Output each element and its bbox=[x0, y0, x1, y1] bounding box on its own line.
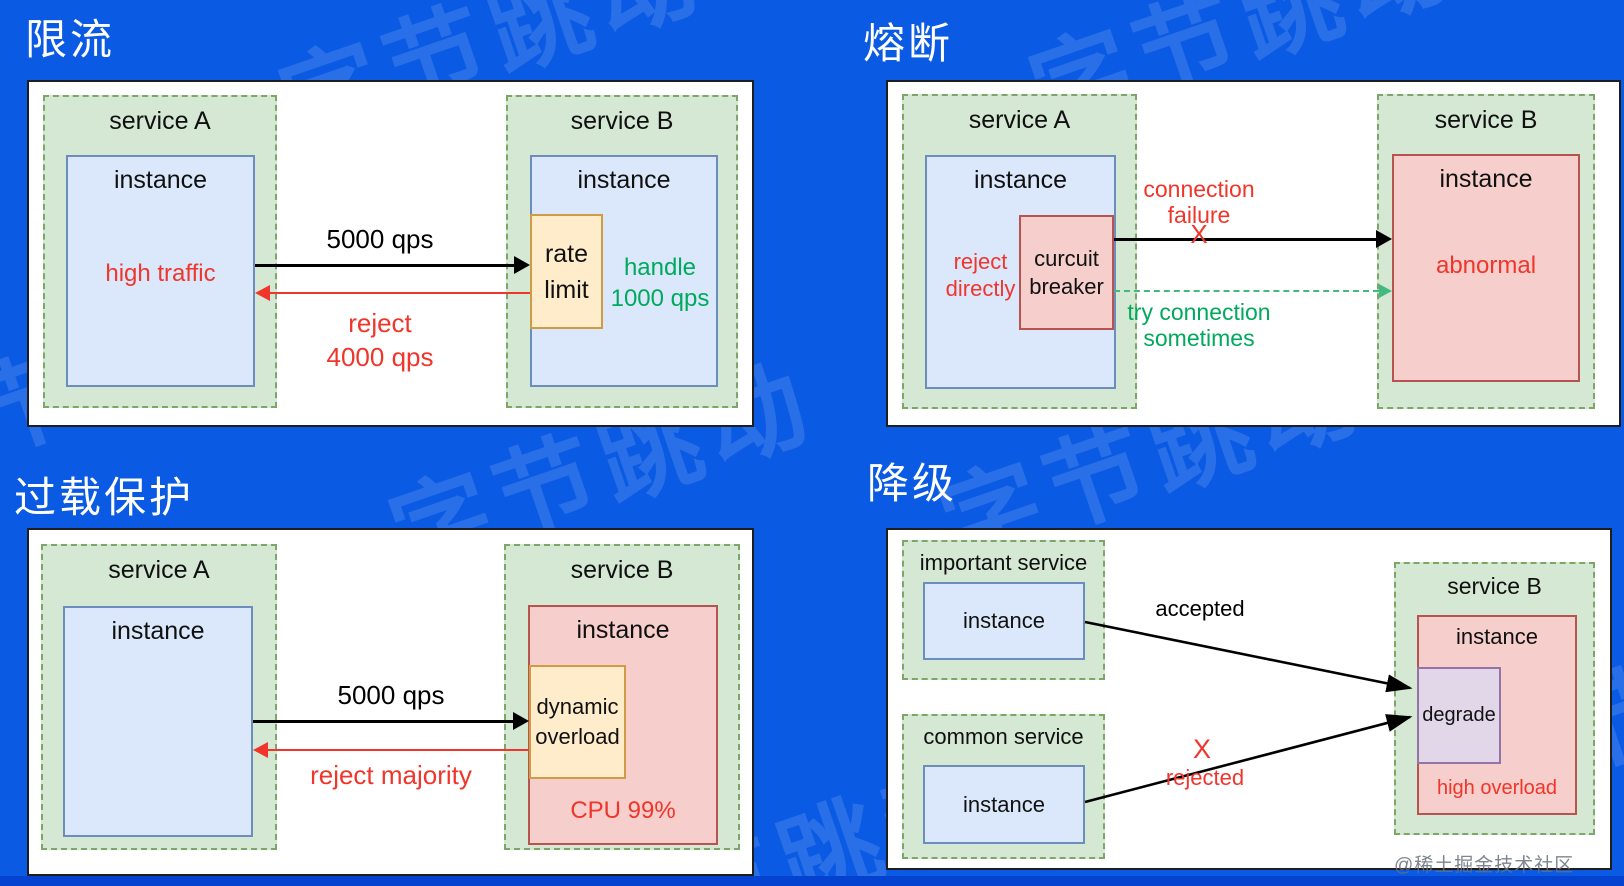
high-traffic-text: high traffic bbox=[105, 260, 216, 287]
request-arrow-line bbox=[255, 264, 514, 267]
reject-majority-label: reject majority bbox=[310, 760, 472, 790]
failure-line2: failure bbox=[1167, 202, 1231, 228]
section-title-rate-limiting: 限流 bbox=[25, 16, 116, 63]
failure-line1: connection bbox=[1143, 176, 1255, 202]
connection-failure-label: connection failure bbox=[1119, 176, 1279, 228]
overload-line2: overload bbox=[535, 724, 620, 749]
degrade-box: degrade bbox=[1417, 667, 1501, 764]
section-title-overload-protection: 过载保护 bbox=[14, 474, 195, 521]
handle-line2: 1000 qps bbox=[610, 285, 710, 312]
rate-limit-line2: limit bbox=[544, 275, 589, 304]
service-b-label: service B bbox=[1434, 106, 1538, 134]
reject-rate-label: reject 4000 qps bbox=[300, 306, 460, 374]
service-b-label: service B bbox=[570, 107, 674, 135]
instance-label: instance bbox=[1456, 624, 1538, 649]
handle-capacity-text: handle 1000 qps bbox=[580, 252, 740, 314]
cpu-usage-text: CPU 99% bbox=[570, 797, 676, 824]
instance-label: instance bbox=[963, 608, 1045, 633]
reject-line1: reject bbox=[348, 308, 412, 338]
instance-label: instance bbox=[577, 166, 671, 194]
accepted-arrow-line bbox=[1084, 620, 1413, 693]
breaker-line1: curcuit bbox=[1034, 245, 1099, 271]
instance-a-box: instance bbox=[66, 155, 255, 387]
retry-line2: sometimes bbox=[1143, 325, 1255, 351]
credit-watermark: @稀土掘金技术社区 bbox=[1394, 855, 1575, 876]
service-b-label: service B bbox=[570, 556, 674, 584]
section-title-degradation: 降级 bbox=[867, 460, 958, 507]
service-b-label: service B bbox=[1447, 573, 1542, 599]
instance-label: instance bbox=[963, 791, 1045, 817]
circuit-breaker-box: curcuit breaker bbox=[1019, 215, 1114, 330]
important-instance-box: instance bbox=[923, 582, 1085, 660]
panel-circuit-breaking: service A instance reject directly curcu… bbox=[886, 80, 1621, 427]
rejected-label: rejected bbox=[1165, 765, 1245, 790]
failure-arrow-line bbox=[1114, 238, 1376, 241]
rate-limit-line1: rate bbox=[544, 239, 589, 268]
reject-line2: directly bbox=[945, 276, 1016, 301]
request-arrow-line bbox=[253, 720, 513, 723]
dynamic-overload-box: dynamic overload bbox=[529, 665, 626, 779]
reject-arrowhead-icon bbox=[255, 285, 270, 301]
overload-line1: dynamic bbox=[536, 694, 619, 719]
reject-line1: reject bbox=[953, 249, 1008, 274]
high-overload-text: high overload bbox=[1436, 777, 1558, 799]
request-rate-label: 5000 qps bbox=[337, 680, 445, 710]
retry-line1: try connection bbox=[1127, 299, 1271, 325]
retry-arrow-line bbox=[1114, 290, 1379, 292]
retry-label: try connection sometimes bbox=[1109, 299, 1289, 351]
rejected-arrow-line bbox=[1084, 714, 1413, 804]
reject-directly-text: reject directly bbox=[928, 248, 1033, 302]
instance-label: instance bbox=[576, 616, 670, 644]
panel-degradation: important service instance common servic… bbox=[886, 528, 1612, 870]
reject-arrow-line bbox=[268, 749, 528, 751]
instance-a-box: instance bbox=[63, 606, 253, 837]
common-service-label: common service bbox=[923, 724, 1084, 749]
rate-limit-box: rate limit bbox=[530, 214, 603, 329]
instance-label: instance bbox=[113, 166, 208, 194]
instance-label: instance bbox=[111, 617, 205, 645]
handle-line1: handle bbox=[623, 254, 697, 281]
degrade-label: degrade bbox=[1422, 704, 1496, 726]
common-instance-box: instance bbox=[923, 765, 1085, 844]
reject-arrowhead-icon bbox=[253, 742, 268, 758]
failure-x-mark: X bbox=[1190, 219, 1208, 249]
request-arrowhead-icon bbox=[514, 256, 530, 274]
section-title-circuit-breaking: 熔断 bbox=[863, 20, 954, 67]
reject-line2: 4000 qps bbox=[326, 342, 434, 372]
retry-arrowhead-icon bbox=[1379, 284, 1392, 298]
request-rate-label: 5000 qps bbox=[326, 224, 434, 254]
abnormal-text: abnormal bbox=[1435, 252, 1537, 279]
rejected-x-mark: X bbox=[1192, 734, 1211, 764]
important-service-label: important service bbox=[919, 550, 1088, 575]
service-a-label: service A bbox=[109, 107, 211, 135]
panel-rate-limiting: service A instance high traffic service … bbox=[27, 80, 754, 427]
instance-label: instance bbox=[973, 166, 1068, 194]
reject-arrow-line bbox=[270, 292, 530, 294]
accepted-label: accepted bbox=[1155, 596, 1245, 621]
service-a-label: service A bbox=[968, 106, 1071, 134]
panel-overload-protection: service A instance service B instance dy… bbox=[27, 528, 754, 876]
instance-label: instance bbox=[1439, 165, 1533, 193]
request-arrowhead-icon bbox=[513, 712, 529, 730]
failure-arrowhead-icon bbox=[1376, 230, 1392, 248]
bottom-edge-bar bbox=[0, 876, 1624, 886]
service-a-label: service A bbox=[108, 556, 210, 584]
degradation-arrows bbox=[1084, 620, 1413, 804]
breaker-line2: breaker bbox=[1029, 273, 1104, 299]
instance-b-box: instance bbox=[1392, 154, 1580, 382]
